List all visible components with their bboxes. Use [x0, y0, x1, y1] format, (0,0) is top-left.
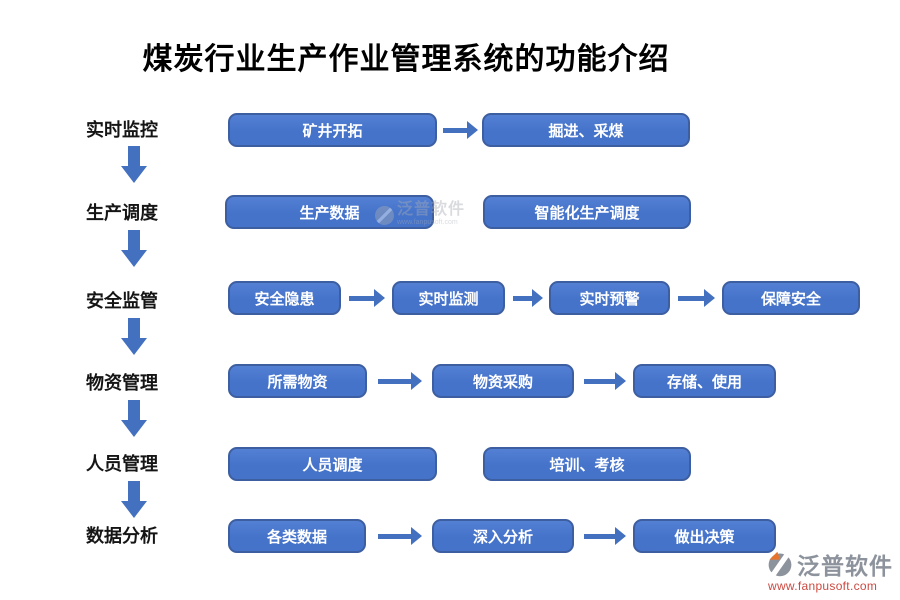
right-arrow-shaft [584, 379, 616, 384]
right-arrow-icon [678, 289, 715, 307]
right-arrow-head [615, 527, 626, 545]
flow-box-smart-production-scheduling: 智能化生产调度 [483, 195, 691, 229]
fanpu-logo-icon [766, 550, 794, 578]
down-arrow-shaft [128, 481, 140, 501]
flow-box-make-decisions: 做出决策 [633, 519, 776, 553]
right-arrow-shaft [443, 128, 468, 133]
stage-label-personnel-management: 人员管理 [86, 454, 158, 474]
flow-box-realtime-monitoring: 实时监测 [392, 281, 505, 315]
right-arrow-icon [443, 121, 478, 139]
right-arrow-shaft [678, 296, 705, 301]
down-arrow-icon [121, 318, 147, 356]
brand-url: www.fanpusoft.com [768, 579, 878, 593]
flow-box-storage-use: 存储、使用 [633, 364, 776, 398]
flow-box-realtime-warning: 实时预警 [549, 281, 670, 315]
down-arrow-shaft [128, 318, 140, 338]
stage-label-production-scheduling: 生产调度 [86, 203, 158, 223]
flow-box-safety-hazard: 安全隐患 [228, 281, 341, 315]
flow-box-deep-analysis: 深入分析 [432, 519, 574, 553]
right-arrow-icon [513, 289, 543, 307]
stage-label-material-management: 物资管理 [86, 373, 158, 393]
right-arrow-head [411, 372, 422, 390]
right-arrow-head [704, 289, 715, 307]
page-title: 煤炭行业生产作业管理系统的功能介绍 [142, 43, 670, 76]
flow-box-various-data: 各类数据 [228, 519, 366, 553]
right-arrow-head [467, 121, 478, 139]
right-arrow-icon [584, 527, 626, 545]
down-arrow-icon [121, 481, 147, 519]
right-arrow-head [532, 289, 543, 307]
down-arrow-shaft [128, 400, 140, 420]
right-arrow-shaft [378, 379, 412, 384]
brand-name: 泛普软件 [797, 553, 893, 579]
flow-box-excavation-coal-mining: 掘进、采煤 [482, 113, 690, 147]
down-arrow-head [121, 250, 147, 267]
right-arrow-icon [349, 289, 385, 307]
right-arrow-head [374, 289, 385, 307]
down-arrow-head [121, 166, 147, 183]
stage-label-realtime-monitoring: 实时监控 [86, 120, 158, 140]
flow-box-mining-development: 矿井开拓 [228, 113, 437, 147]
right-arrow-head [411, 527, 422, 545]
right-arrow-shaft [378, 534, 412, 539]
right-arrow-icon [584, 372, 626, 390]
right-arrow-icon [378, 527, 422, 545]
flow-box-required-materials: 所需物资 [228, 364, 367, 398]
stage-label-data-analysis: 数据分析 [86, 526, 158, 546]
down-arrow-head [121, 501, 147, 518]
down-arrow-shaft [128, 230, 140, 250]
down-arrow-shaft [128, 146, 140, 166]
right-arrow-shaft [349, 296, 375, 301]
right-arrow-icon [378, 372, 422, 390]
down-arrow-head [121, 338, 147, 355]
brand-footer: 泛普软件 www.fanpusoft.com [766, 547, 896, 593]
flow-box-training-assessment: 培训、考核 [483, 447, 691, 481]
flow-box-production-data: 生产数据 [225, 195, 434, 229]
flow-box-personnel-dispatch: 人员调度 [228, 447, 437, 481]
flow-box-ensure-safety: 保障安全 [722, 281, 860, 315]
down-arrow-head [121, 420, 147, 437]
flow-box-material-procurement: 物资采购 [432, 364, 574, 398]
stage-label-safety-supervision: 安全监管 [86, 291, 158, 311]
right-arrow-head [615, 372, 626, 390]
down-arrow-icon [121, 146, 147, 184]
right-arrow-shaft [584, 534, 616, 539]
down-arrow-icon [121, 400, 147, 438]
right-arrow-shaft [513, 296, 533, 301]
down-arrow-icon [121, 230, 147, 268]
